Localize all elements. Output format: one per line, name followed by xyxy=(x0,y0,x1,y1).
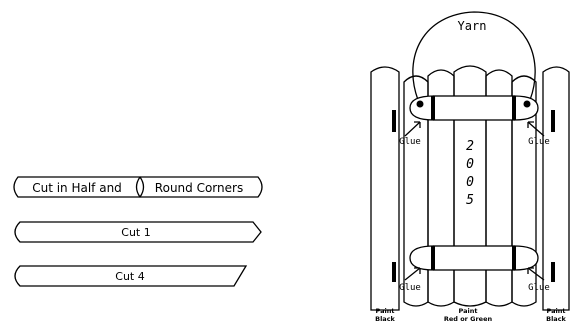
glue-marks xyxy=(392,96,555,282)
bottom-crossbar xyxy=(409,245,539,271)
paint-left-line2: Black xyxy=(375,315,395,323)
pattern-b-label: Cut 1 xyxy=(121,226,150,239)
year-digit-1: 2 xyxy=(466,139,474,154)
glue-label-bottom-left: Glue xyxy=(399,283,421,293)
pattern-c-cut-4 xyxy=(14,265,248,287)
pattern-b-cut-1 xyxy=(14,221,262,243)
pattern-c-label: Cut 4 xyxy=(115,270,144,283)
glue-arrows xyxy=(404,121,545,281)
outer-stick-left xyxy=(370,66,400,311)
glue-label-bottom-right: Glue xyxy=(528,283,550,293)
yarn-loop xyxy=(412,11,536,101)
pattern-a-cut-half-round-corners xyxy=(13,176,263,198)
paint-right-line1: Paint xyxy=(547,307,566,315)
paint-center-line1: Paint xyxy=(459,307,478,315)
yarn-label: Yarn xyxy=(458,19,487,33)
year-digit-3: 0 xyxy=(466,175,474,190)
stick-5 xyxy=(511,75,537,307)
year-digit-4: 5 xyxy=(466,193,474,208)
glue-label-top-left: Glue xyxy=(399,137,421,147)
year-digit-2: 0 xyxy=(466,157,474,172)
paint-left-line1: Paint xyxy=(376,307,395,315)
pattern-a-left-label: Cut in Half and xyxy=(32,181,122,195)
outer-stick-right xyxy=(542,66,570,311)
paint-right-line2: Black xyxy=(546,315,566,323)
paint-center-line2: Red or Green xyxy=(444,315,493,323)
top-crossbar xyxy=(409,95,539,121)
pattern-a-right-label: Round Corners xyxy=(155,181,243,195)
glue-label-top-right: Glue xyxy=(528,137,550,147)
